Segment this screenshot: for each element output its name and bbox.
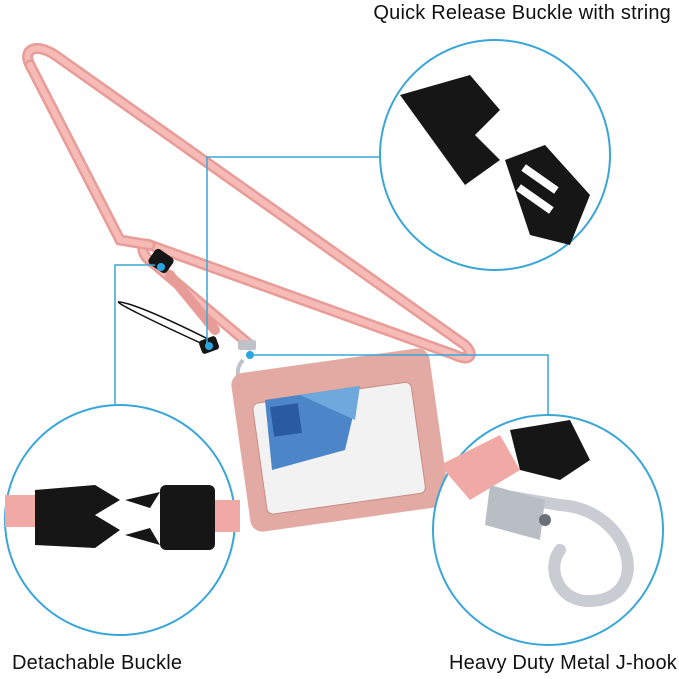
- detachable-buckle-icon: [5, 485, 240, 550]
- quick-release-buckle-icon: [400, 75, 590, 245]
- phone-string-icon: [117, 301, 220, 354]
- callout-lines: [114, 156, 549, 420]
- caption-metal-j-hook: Heavy Duty Metal J-hook: [448, 652, 677, 674]
- detachable-buckle-circle: [4, 404, 240, 636]
- badge-holder: [231, 348, 449, 532]
- caption-detachable-buckle: Detachable Buckle: [12, 652, 183, 674]
- quick-release-buckle-circle: [379, 39, 611, 271]
- j-hook-circle: [432, 414, 664, 646]
- strap-buckle-icon: [148, 248, 174, 274]
- caption-quick-release-buckle: Quick Release Buckle with string: [373, 2, 671, 24]
- metal-j-hook-icon: [440, 420, 634, 608]
- lanyard-strap: [22, 43, 476, 364]
